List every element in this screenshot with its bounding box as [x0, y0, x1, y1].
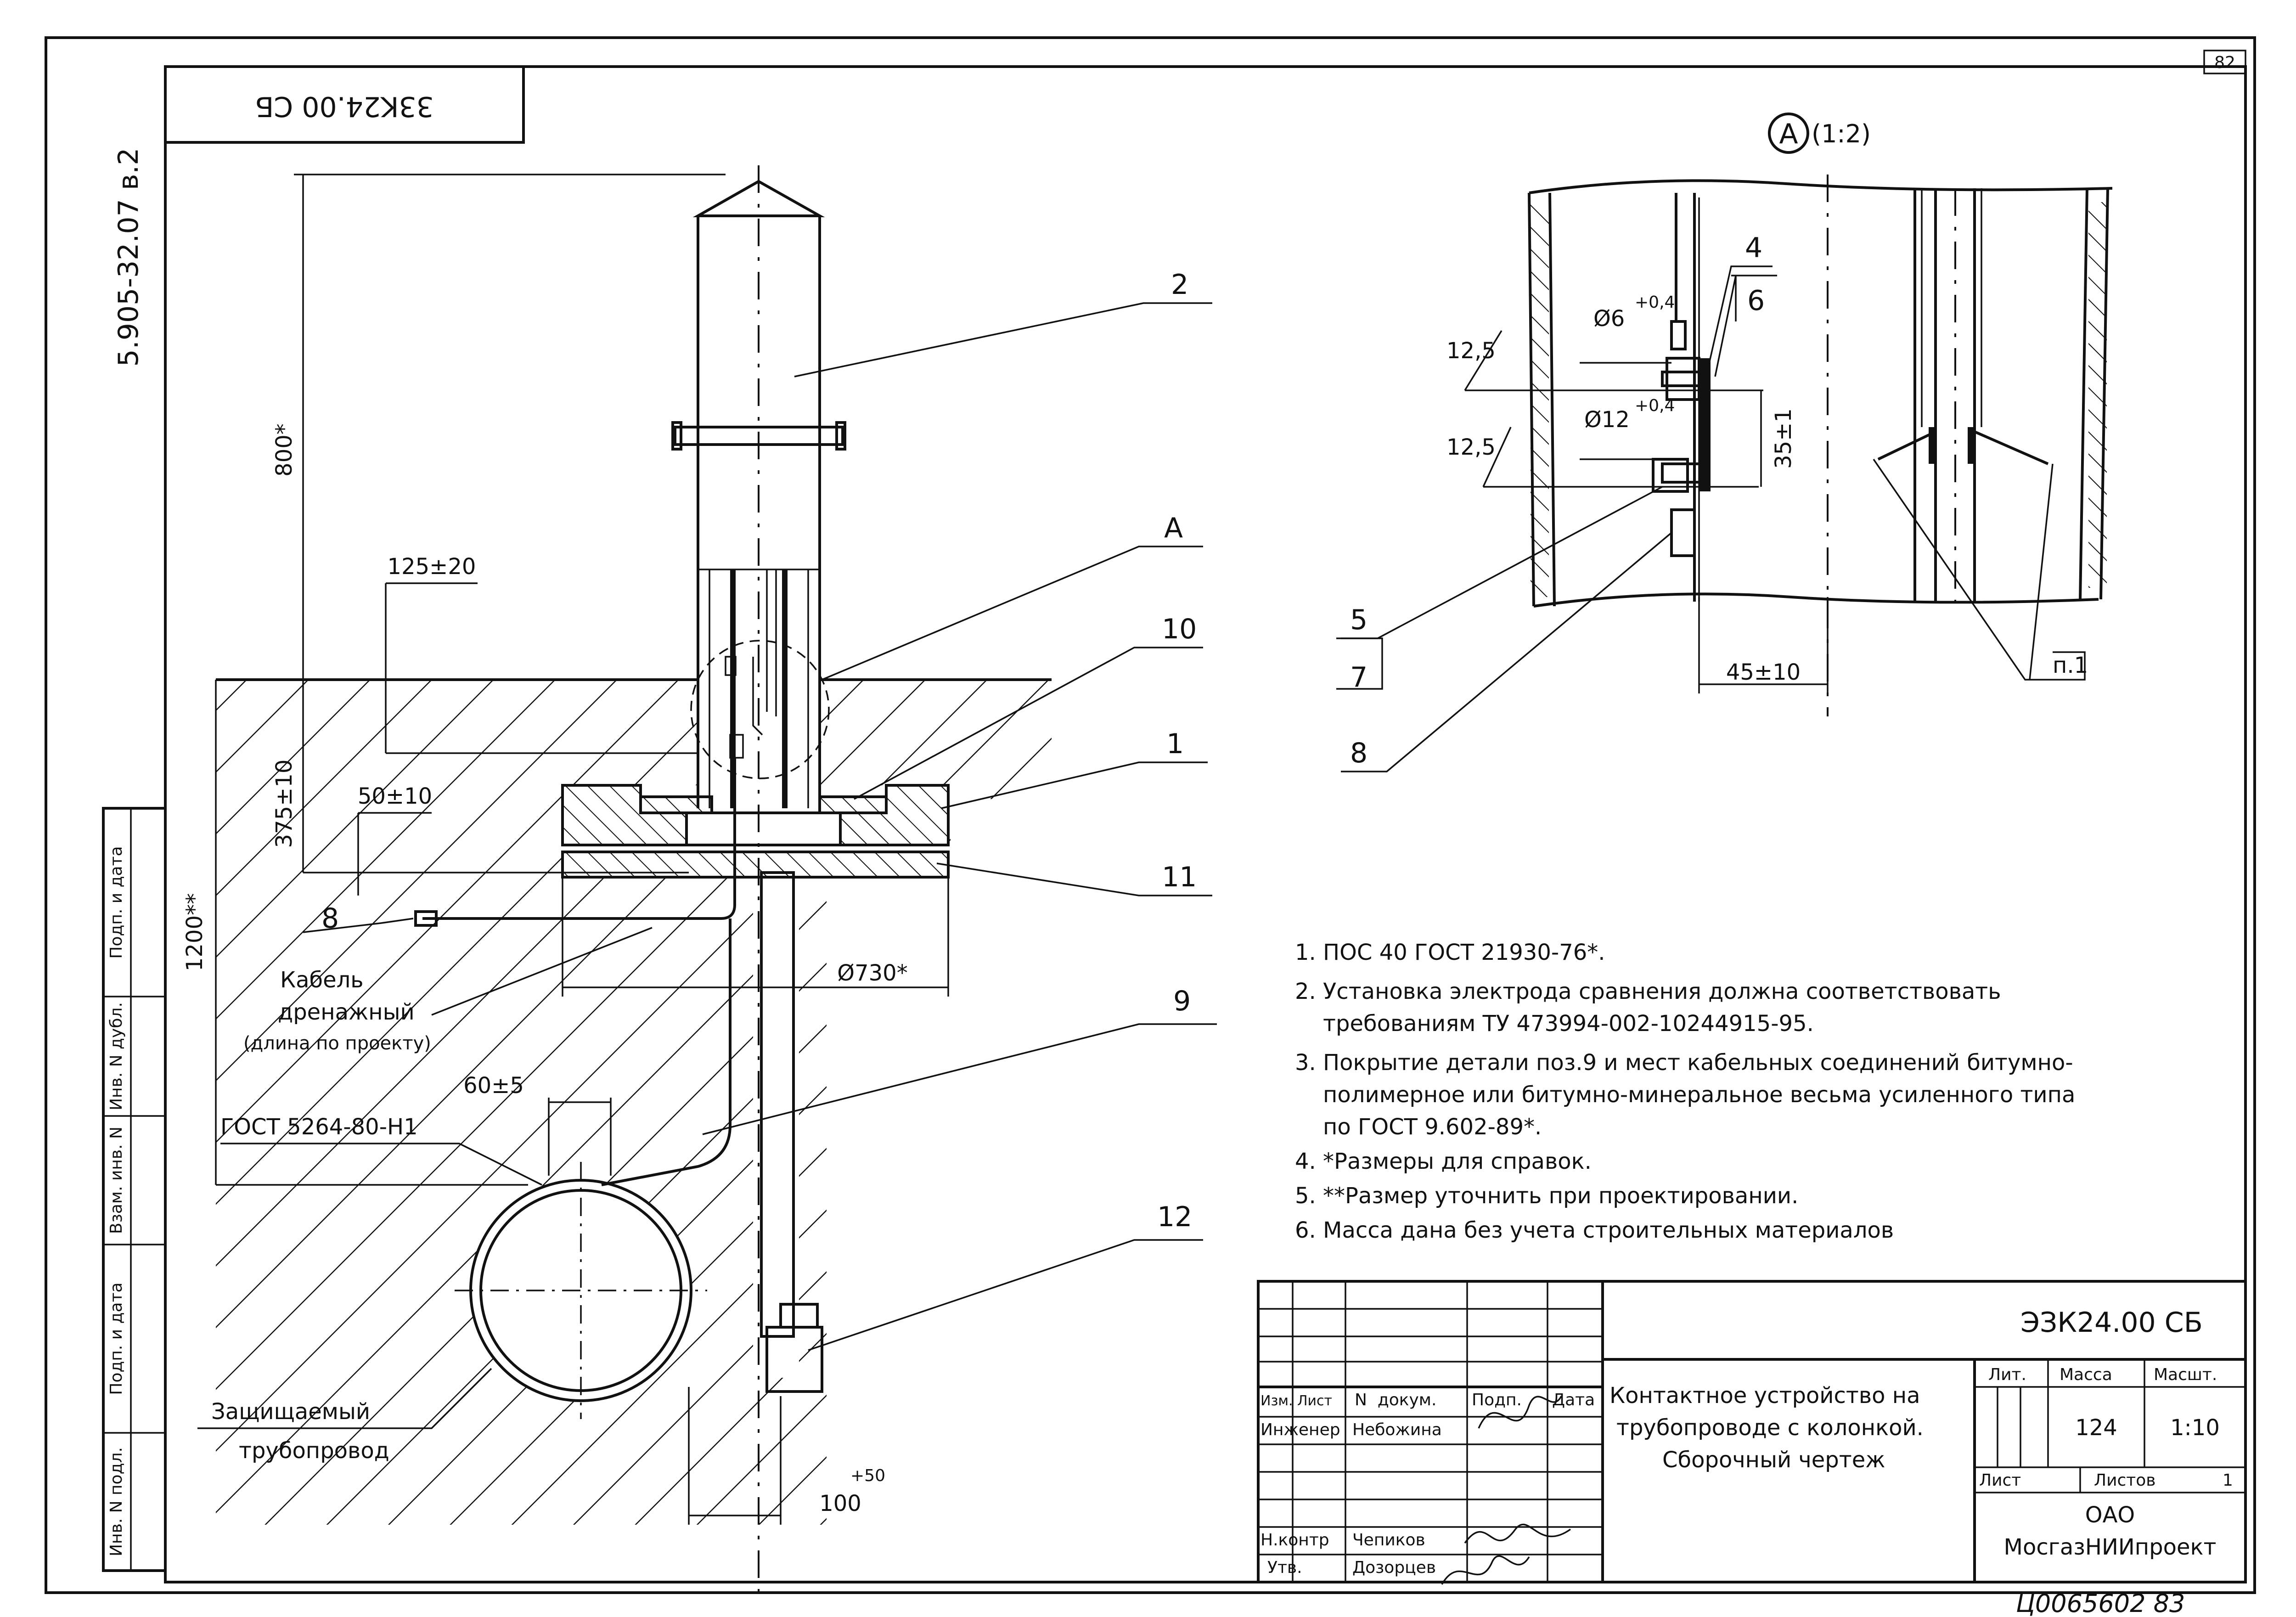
note-line: 2. Установка электрода сравнения должна …	[1295, 979, 2001, 1004]
callout-10: 10	[1162, 613, 1197, 645]
callout-1: 1	[1166, 728, 1184, 760]
org-line-2: МосгазНИИпроект	[2004, 1534, 2217, 1560]
note-line: полимерное или битумно-минеральное весьм…	[1295, 1082, 2075, 1108]
name-approved: Дозорцев	[1352, 1558, 1436, 1577]
detail-dim-45: 45±10	[1726, 659, 1801, 685]
col-header-izm: Изм.	[1261, 1393, 1293, 1409]
col-header-list: Лист	[1297, 1393, 1332, 1409]
col-header-sign: Подп.	[1472, 1391, 1522, 1409]
sheets-label: Листов	[2094, 1471, 2155, 1490]
callout-11: 11	[1162, 861, 1197, 893]
callout-A: А	[1164, 512, 1183, 544]
mass-value: 124	[2075, 1415, 2117, 1441]
cable-label-2: дренажный	[278, 999, 415, 1025]
dim-125: 125±20	[388, 554, 476, 580]
note-line: по ГОСТ 9.602-89*.	[1295, 1114, 1542, 1140]
scale-value: 1:10	[2170, 1415, 2220, 1441]
notes-block: 1. ПОС 40 ГОСТ 21930-76*. 2. Установка э…	[1295, 940, 2075, 1243]
dim-60: 60±5	[463, 1073, 524, 1099]
detail-callout-6: 6	[1747, 285, 1765, 317]
role-approved: Утв.	[1267, 1558, 1302, 1577]
detail-scale: (1:2)	[1812, 119, 1871, 148]
detail-dim-phi6: Ø6	[1593, 306, 1625, 332]
title-block: ЭЗК24.00 СБ Контактное устройство на тру…	[1257, 1280, 2247, 1585]
name-engineer: Небожина	[1352, 1420, 1442, 1439]
name-norm-control: Чепиков	[1352, 1531, 1425, 1549]
pipe-label-2: трубопровод	[239, 1438, 389, 1464]
detail-view-a: А (1:2)	[1336, 113, 2113, 772]
callout-12: 12	[1157, 1201, 1192, 1233]
col-header-doc: N докум.	[1355, 1391, 1436, 1409]
left-strip: Подп. и дата Инв. N дубл. Взам. инв. N П…	[102, 807, 167, 1572]
main-view: 800* 375±10 125±20 50±10 1200** Ø730* 60…	[182, 165, 1217, 1598]
strip-label: Подп. и дата	[107, 1282, 126, 1395]
callout-2: 2	[1171, 269, 1188, 301]
detail-dim-r2: 12,5	[1446, 434, 1496, 460]
scale-label: Масшт.	[2154, 1365, 2217, 1384]
dim-800: 800*	[271, 423, 297, 477]
dim-100: 100	[819, 1491, 861, 1516]
strip-label: Подп. и дата	[107, 846, 126, 958]
role-engineer: Инженер	[1261, 1420, 1340, 1439]
handwritten-code: Ц0065602 83	[2016, 1589, 2185, 1617]
note-line: 1. ПОС 40 ГОСТ 21930-76*.	[1295, 940, 1605, 965]
signature	[1441, 1555, 1530, 1585]
mass-label: Масса	[2060, 1365, 2112, 1384]
detail-callout-5: 5	[1350, 604, 1367, 636]
soil-hatch	[216, 680, 1052, 1525]
drain-cable	[422, 758, 736, 920]
title-name-line: Контактное устройство на	[1609, 1383, 1920, 1409]
pipe-label-1: Защищаемый	[211, 1399, 370, 1425]
signature	[1478, 1396, 1562, 1429]
lit-label: Лит.	[1988, 1365, 2026, 1384]
gost-label: ГОСТ 5264-80-Н1	[220, 1114, 418, 1140]
note-line: требованиям ТУ 473994-002-10244915-95.	[1295, 1011, 1814, 1037]
detail-callout-4: 4	[1745, 232, 1762, 264]
detail-callout-8: 8	[1350, 737, 1367, 769]
note-line: 3. Покрытие детали поз.9 и мест кабельны…	[1295, 1050, 2073, 1076]
title-name-line: Сборочный чертеж	[1662, 1447, 1885, 1473]
dim-100-tol: +50	[850, 1466, 885, 1485]
detail-callout-p1: п.1	[2053, 653, 2088, 678]
note-line: 5. **Размер уточнить при проектировании.	[1295, 1183, 1798, 1209]
detail-dim-35: 35±1	[1771, 408, 1796, 469]
detail-callout-7: 7	[1350, 661, 1367, 693]
strip-label: Инв. N подл.	[107, 1447, 126, 1556]
strip-label: Взам. инв. N	[107, 1127, 126, 1234]
note-line: 4. *Размеры для справок.	[1295, 1149, 1592, 1174]
detail-letter: А	[1779, 118, 1798, 150]
detail-dim-phi12-tol: +0,4	[1635, 396, 1675, 415]
callout-8: 8	[321, 902, 339, 935]
detail-dim-r1: 12,5	[1446, 338, 1496, 364]
dim-1200: 1200**	[182, 893, 208, 971]
sheets-value: 1	[2223, 1471, 2233, 1490]
cable-label-3: (длина по проекту)	[243, 1033, 431, 1054]
cable-label-1: Кабель	[280, 967, 364, 993]
side-code: 5.905-32.07 в.2	[113, 148, 145, 367]
callout-9: 9	[1173, 985, 1191, 1017]
strip-label: Инв. N дубл.	[107, 1002, 126, 1110]
corner-code-box: 33K24.00 СБ	[164, 65, 525, 144]
title-designation: ЭЗК24.00 СБ	[2020, 1307, 2203, 1339]
signature	[1464, 1523, 1571, 1544]
dim-50: 50±10	[358, 783, 432, 809]
page-number: 82	[2214, 53, 2235, 72]
title-name-line: трубопроводе с колонкой.	[1616, 1415, 1924, 1441]
org-line-1: ОАО	[2085, 1502, 2135, 1528]
detail-dim-phi12: Ø12	[1584, 407, 1630, 433]
role-norm-control: Н.контр	[1261, 1531, 1329, 1549]
corner-code: 33K24.00 СБ	[255, 90, 434, 122]
dim-730: Ø730*	[837, 960, 907, 986]
note-line: 6. Масса дана без учета строительных мат…	[1295, 1217, 1894, 1243]
sheet-label: Лист	[1979, 1471, 2021, 1490]
dim-375: 375±10	[271, 760, 297, 848]
detail-dim-phi6-tol: +0,4	[1635, 293, 1675, 312]
